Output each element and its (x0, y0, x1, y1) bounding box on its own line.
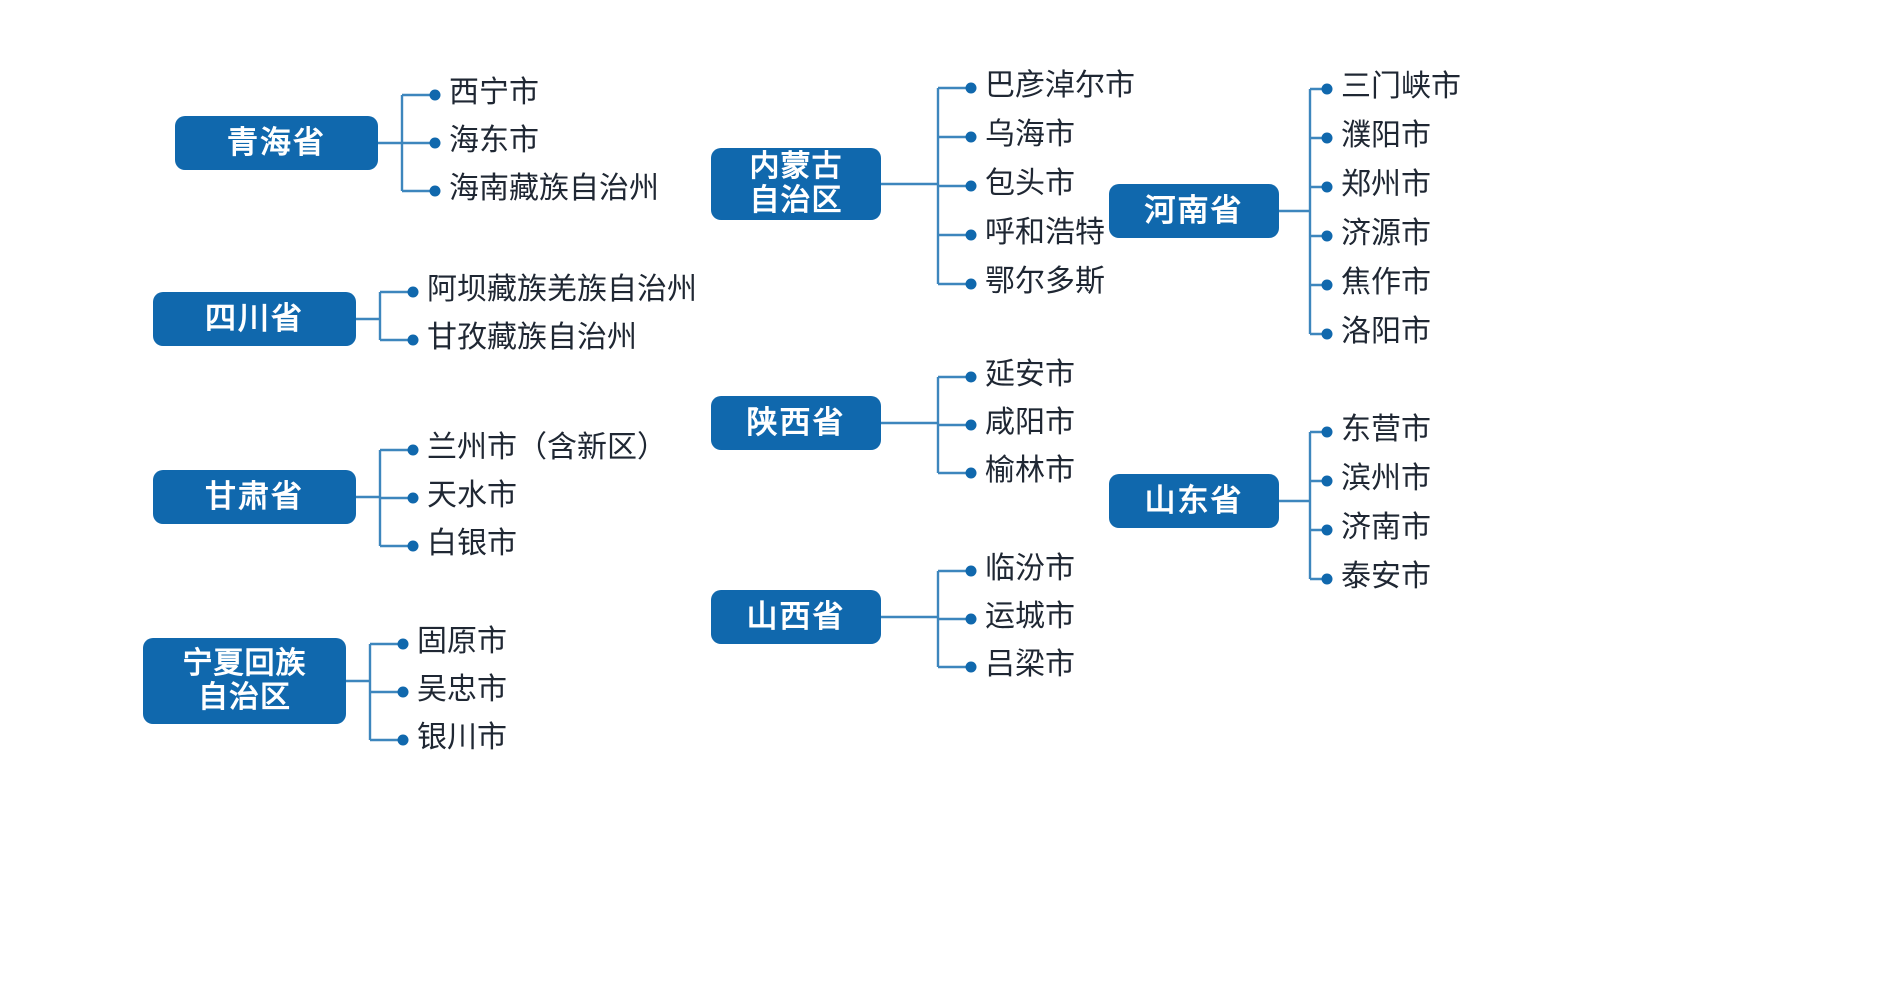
branch-dot (1321, 426, 1333, 438)
province-pill-shaanxi[interactable]: 陕西省 (711, 396, 881, 450)
city-label-neimenggu-2[interactable]: 包头市 (985, 167, 1075, 200)
city-label-neimenggu-4[interactable]: 鄂尔多斯 (985, 265, 1105, 298)
province-pill-label: 宁夏回族 自治区 (182, 647, 307, 714)
province-pill-label: 山东省 (1144, 482, 1244, 518)
branch-dot (1321, 475, 1333, 487)
province-pill-neimenggu[interactable]: 内蒙古 自治区 (711, 148, 881, 220)
city-label-shanxi-2[interactable]: 吕梁市 (985, 648, 1075, 681)
city-label-shaanxi-0[interactable]: 延安市 (985, 358, 1075, 391)
city-label-ningxia-2[interactable]: 银川市 (417, 721, 507, 754)
province-pill-label: 甘肃省 (205, 478, 304, 514)
city-label-neimenggu-1[interactable]: 乌海市 (985, 118, 1075, 151)
province-pill-label: 山西省 (746, 598, 846, 634)
branch-dot (1321, 573, 1333, 585)
city-label-henan-2[interactable]: 郑州市 (1341, 168, 1431, 201)
province-pill-label: 河南省 (1144, 192, 1244, 228)
city-label-henan-5[interactable]: 洛阳市 (1341, 315, 1431, 348)
city-label-shandong-3[interactable]: 泰安市 (1341, 560, 1431, 593)
province-pill-label: 内蒙古 自治区 (749, 150, 843, 217)
province-pill-shanxi[interactable]: 山西省 (711, 590, 881, 644)
province-pill-henan[interactable]: 河南省 (1109, 184, 1279, 238)
city-label-shaanxi-2[interactable]: 榆林市 (985, 454, 1075, 487)
city-label-shanxi-0[interactable]: 临汾市 (985, 552, 1075, 585)
province-pill-label: 四川省 (205, 300, 304, 336)
city-label-qinghai-0[interactable]: 西宁市 (449, 76, 539, 109)
city-label-gansu-1[interactable]: 天水市 (427, 479, 517, 512)
city-label-sichuan-1[interactable]: 甘孜藏族自治州 (427, 321, 637, 354)
city-label-shandong-2[interactable]: 济南市 (1341, 511, 1431, 544)
province-pill-label: 陕西省 (746, 404, 846, 440)
city-label-qinghai-2[interactable]: 海南藏族自治州 (449, 172, 659, 205)
city-label-henan-4[interactable]: 焦作市 (1341, 266, 1431, 299)
province-pill-label: 青海省 (227, 124, 326, 160)
city-label-shandong-1[interactable]: 滨州市 (1341, 462, 1431, 495)
city-label-sichuan-0[interactable]: 阿坝藏族羌族自治州 (427, 273, 697, 306)
city-label-henan-0[interactable]: 三门峡市 (1341, 70, 1461, 103)
city-label-gansu-2[interactable]: 白银市 (427, 527, 517, 560)
city-label-neimenggu-0[interactable]: 巴彦淖尔市 (985, 69, 1135, 102)
city-label-ningxia-1[interactable]: 吴忠市 (417, 673, 507, 706)
city-label-henan-3[interactable]: 济源市 (1341, 217, 1431, 250)
city-label-ningxia-0[interactable]: 固原市 (417, 625, 507, 658)
province-pill-shandong[interactable]: 山东省 (1109, 474, 1279, 528)
city-label-henan-1[interactable]: 濮阳市 (1341, 119, 1431, 152)
city-label-shandong-0[interactable]: 东营市 (1341, 413, 1431, 446)
city-label-shaanxi-1[interactable]: 咸阳市 (985, 406, 1075, 439)
province-pill-ningxia[interactable]: 宁夏回族 自治区 (143, 638, 346, 724)
province-pill-qinghai[interactable]: 青海省 (175, 116, 378, 170)
city-label-shanxi-1[interactable]: 运城市 (985, 600, 1075, 633)
city-label-qinghai-1[interactable]: 海东市 (449, 124, 539, 157)
city-label-gansu-0[interactable]: 兰州市（含新区） (427, 431, 667, 464)
province-pill-sichuan[interactable]: 四川省 (153, 292, 356, 346)
city-label-neimenggu-3[interactable]: 呼和浩特 (985, 216, 1105, 249)
province-pill-gansu[interactable]: 甘肃省 (153, 470, 356, 524)
branch-dot (1321, 524, 1333, 536)
